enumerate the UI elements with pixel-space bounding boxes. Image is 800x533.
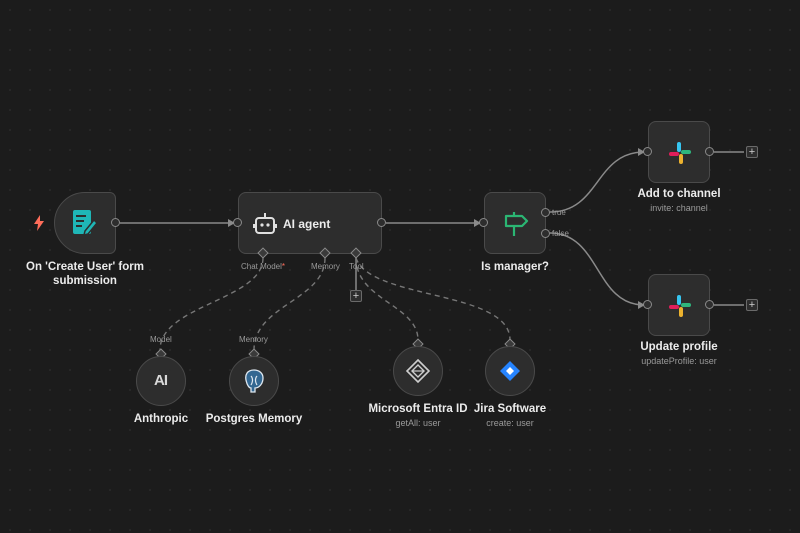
jira-node[interactable] <box>485 346 535 396</box>
entra-node[interactable] <box>393 346 443 396</box>
connection-if-false-slack[interactable] <box>549 232 645 309</box>
slack-icon <box>668 141 692 170</box>
ai-agent-output-port[interactable] <box>377 218 386 227</box>
slack-add-label: Add to channel <box>637 188 721 200</box>
jira-icon <box>499 360 521 387</box>
slack-icon <box>668 294 692 323</box>
connection-if-true-slack[interactable] <box>549 148 645 213</box>
jira-sublabel: create: user <box>486 418 534 428</box>
slack-update-sublabel: updateProfile: user <box>641 356 717 366</box>
entra-icon <box>405 358 431 389</box>
anthropic-port-label: Model <box>150 335 172 344</box>
slack-add-node[interactable] <box>648 121 710 183</box>
slack-update-input-port[interactable] <box>643 300 652 309</box>
anthropic-icon: AI <box>154 372 168 389</box>
if-false-label: false <box>552 229 569 238</box>
if-true-port[interactable] <box>541 208 550 217</box>
slack-update-node[interactable] <box>648 274 710 336</box>
tool-port-label: Tool <box>349 262 364 271</box>
anthropic-label: Anthropic <box>133 413 189 425</box>
postgres-node[interactable] <box>229 356 279 406</box>
postgres-icon <box>242 368 266 399</box>
postgres-port-label: Memory <box>239 335 268 344</box>
add-tool-button[interactable]: + <box>350 290 362 302</box>
if-false-port[interactable] <box>541 229 550 238</box>
signpost-icon <box>502 210 530 243</box>
slack-update-label: Update profile <box>640 341 718 353</box>
if-input-port[interactable] <box>479 218 488 227</box>
anthropic-node[interactable]: AI <box>136 356 186 406</box>
slack-add-input-port[interactable] <box>643 147 652 156</box>
lightning-icon <box>33 215 45 231</box>
robot-icon <box>253 211 277 242</box>
slack-update-output-port[interactable] <box>705 300 714 309</box>
if-true-label: true <box>552 208 566 217</box>
add-node-after-slack-update-button[interactable]: + <box>746 299 758 311</box>
slack-add-sublabel: invite: channel <box>650 203 708 213</box>
add-node-after-slack-add-button[interactable]: + <box>746 146 758 158</box>
entra-sublabel: getAll: user <box>395 418 441 428</box>
trigger-node-label: On 'Create User' form submission <box>26 261 144 287</box>
slack-add-output-port[interactable] <box>705 147 714 156</box>
ai-agent-label: AI agent <box>283 217 331 231</box>
form-icon <box>72 209 99 242</box>
chat-model-port-label: Chat Model* <box>241 262 286 271</box>
connection-tool-jira[interactable] <box>355 257 511 341</box>
jira-label: Jira Software <box>473 403 547 415</box>
connection-model-anthropic[interactable] <box>159 257 264 351</box>
trigger-node-form[interactable] <box>54 192 116 254</box>
ai-agent-node[interactable]: AI agent <box>238 192 382 254</box>
ai-agent-input-port[interactable] <box>233 218 242 227</box>
connection-tool-entra[interactable] <box>355 257 419 341</box>
connection-memory-postgres[interactable] <box>253 257 326 351</box>
postgres-label: Postgres Memory <box>205 413 303 425</box>
entra-label: Microsoft Entra ID <box>368 403 468 415</box>
trigger-output-port[interactable] <box>111 218 120 227</box>
if-node[interactable] <box>484 192 546 254</box>
memory-port-label: Memory <box>311 262 340 271</box>
required-marker: * <box>281 262 286 271</box>
if-node-label: Is manager? <box>481 261 549 273</box>
